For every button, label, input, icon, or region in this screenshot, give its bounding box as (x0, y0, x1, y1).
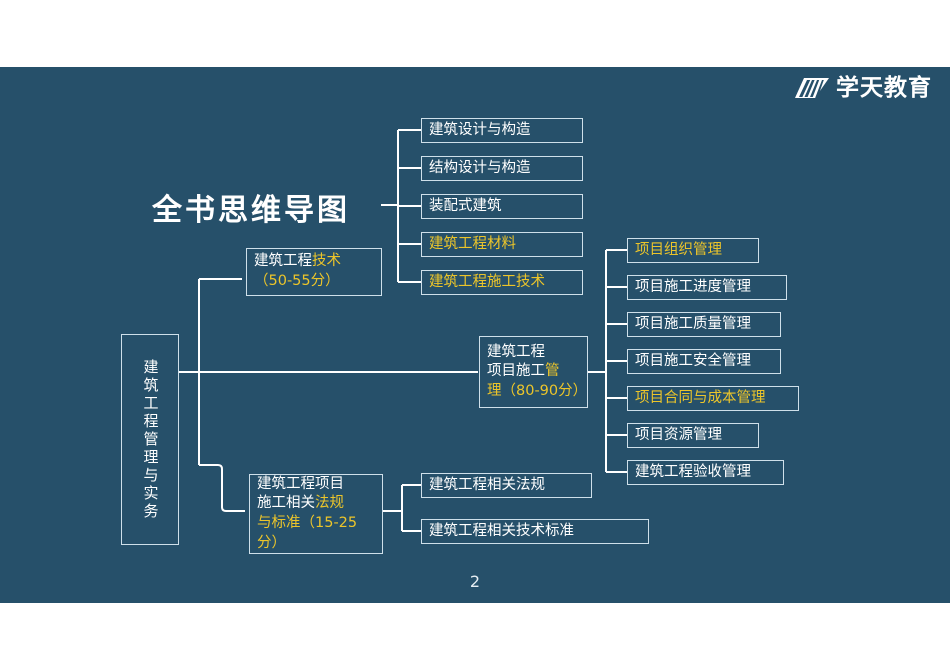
branch-tech-label-highlight: 技术 (312, 253, 341, 270)
branch-management-label-line1: 建筑工程 (487, 343, 545, 360)
brand-name: 学天教育 (836, 74, 932, 101)
root-node[interactable]: 建筑工程管理与实务 (121, 334, 179, 545)
road-stripes-icon (795, 78, 829, 98)
branch-management-label-line2-highlight: 管 (545, 363, 560, 380)
root-node-label: 建筑工程管理与实务 (141, 358, 160, 521)
leaf-node-tech-3[interactable]: 装配式建筑 (421, 194, 583, 219)
wire-branch-regulations (199, 464, 245, 512)
leaf-node-management-6-label: 项目资源管理 (635, 426, 722, 443)
page-title: 全书思维导图 (152, 193, 350, 228)
leaf-node-tech-1-label: 建筑设计与构造 (429, 121, 531, 138)
branch-node-regulations[interactable]: 建筑工程项目施工相关法规与标准（15-25 分） (249, 474, 383, 554)
leaf-node-regulations-1-label: 建筑工程相关法规 (429, 476, 545, 493)
branch-regulations-label-line2-plain: 施工相关 (257, 495, 315, 512)
leaf-node-tech-4[interactable]: 建筑工程材料 (421, 232, 583, 257)
branch-node-management[interactable]: 建筑工程项目施工管理（80-90分） (479, 336, 588, 408)
leaf-node-management-1-label: 项目组织管理 (635, 241, 722, 258)
leaf-node-tech-4-label: 建筑工程材料 (429, 235, 516, 252)
leaf-node-management-4[interactable]: 项目施工安全管理 (627, 349, 781, 374)
slide-canvas: 学天教育 全书思维导图 (0, 67, 950, 603)
leaf-node-tech-3-label: 装配式建筑 (429, 197, 502, 214)
branch-regulations-label-line2-highlight: 法规 (315, 495, 344, 512)
leaf-node-management-5-label: 项目合同与成本管理 (635, 389, 766, 406)
leaf-node-management-5[interactable]: 项目合同与成本管理 (627, 386, 799, 411)
leaf-node-management-1[interactable]: 项目组织管理 (627, 238, 759, 263)
leaf-node-tech-5-label: 建筑工程施工技术 (429, 273, 545, 290)
leaf-node-management-7[interactable]: 建筑工程验收管理 (627, 460, 784, 485)
leaf-node-tech-1[interactable]: 建筑设计与构造 (421, 118, 583, 143)
branch-management-label-line3: 理（80-90分） (487, 382, 588, 399)
leaf-node-tech-5[interactable]: 建筑工程施工技术 (421, 270, 583, 295)
leaf-node-regulations-1[interactable]: 建筑工程相关法规 (421, 473, 592, 498)
leaf-node-management-7-label: 建筑工程验收管理 (635, 463, 751, 480)
leaf-node-regulations-2[interactable]: 建筑工程相关技术标准 (421, 519, 649, 544)
branch-node-tech[interactable]: 建筑工程技术 （50-55分） (246, 248, 382, 296)
branch-regulations-label-line3: 与标准（15-25 (257, 515, 358, 531)
branch-regulations-label-line4: 分） (257, 534, 286, 551)
branch-management-label-line2-plain: 项目施工 (487, 363, 545, 380)
leaf-node-management-6[interactable]: 项目资源管理 (627, 423, 759, 448)
branch-regulations-label-line1: 建筑工程项目 (257, 475, 344, 492)
page-number: 2 (469, 572, 481, 591)
leaf-node-management-3[interactable]: 项目施工质量管理 (627, 312, 781, 337)
branch-tech-label-line2: （50-55分） (254, 273, 340, 289)
brand-logo: 学天教育 (795, 76, 932, 100)
leaf-node-management-2[interactable]: 项目施工进度管理 (627, 275, 787, 300)
leaf-node-tech-2-label: 结构设计与构造 (429, 159, 531, 176)
leaf-node-management-2-label: 项目施工进度管理 (635, 278, 751, 295)
leaf-node-management-4-label: 项目施工安全管理 (635, 352, 751, 369)
branch-tech-label-plain: 建筑工程 (254, 253, 312, 270)
leaf-node-regulations-2-label: 建筑工程相关技术标准 (429, 522, 574, 539)
leaf-node-tech-2[interactable]: 结构设计与构造 (421, 156, 583, 181)
leaf-node-management-3-label: 项目施工质量管理 (635, 315, 751, 332)
